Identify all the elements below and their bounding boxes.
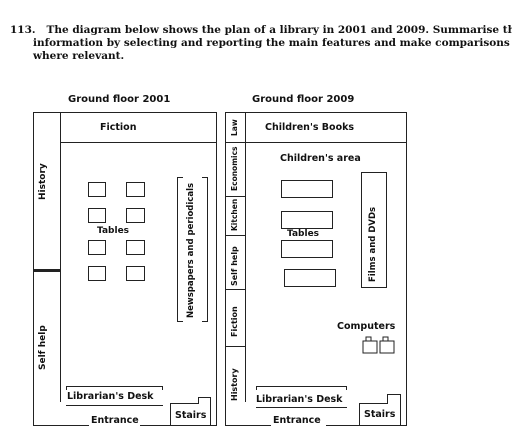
plan-2001-desk-top bbox=[66, 386, 163, 387]
plan-2001-top-wall bbox=[33, 112, 217, 113]
plan-2009-divider-law bbox=[225, 142, 246, 143]
plan-2009-table bbox=[281, 240, 333, 258]
plan-2001-stairs-step bbox=[198, 397, 199, 404]
task-number: 113. bbox=[10, 24, 36, 36]
task-prompt-line-1: 113. The diagram below shows the plan of… bbox=[10, 24, 512, 36]
plan-2009-childrens-books-label: Children's Books bbox=[265, 122, 355, 133]
computer-icon-svg bbox=[362, 336, 395, 354]
plan-2009-divider-economics bbox=[225, 196, 246, 197]
plan-2009-stairs-label: Stairs bbox=[364, 409, 396, 420]
plan-2001-fiction-label: Fiction bbox=[100, 122, 137, 133]
plan-2009-table bbox=[284, 269, 336, 287]
plan-2009-divider-selfhelp bbox=[225, 289, 246, 290]
plan-2009-divider-fiction bbox=[225, 346, 246, 347]
plan-2001-newspapers-label: Newspapers and periodicals bbox=[186, 182, 196, 318]
plan-2001-tables-label: Tables bbox=[97, 226, 130, 236]
plan-2009-childrens-books-divider bbox=[245, 142, 407, 143]
plan-2001-table bbox=[88, 240, 106, 255]
plan-2001-table bbox=[88, 266, 106, 281]
plan-2001-newspaper-shelf-bottom-right bbox=[202, 321, 208, 322]
plan-2009-desk-right-edge bbox=[346, 386, 347, 390]
task-prompt-line-3: where relevant. bbox=[33, 50, 125, 62]
plan-2001-desk-right-edge bbox=[162, 386, 163, 390]
plan-2001-history-label: History bbox=[38, 163, 48, 200]
plan-2009-bottom-wall-left bbox=[225, 425, 271, 426]
plan-2001-table bbox=[88, 182, 106, 197]
plan-2001-newspaper-shelf-right bbox=[207, 177, 208, 322]
plan-2009-table bbox=[281, 211, 333, 229]
plan-2001-table bbox=[126, 208, 145, 223]
plan-2009-childrens-area-label: Children's area bbox=[280, 153, 361, 164]
plan-2001-stairs-label: Stairs bbox=[175, 410, 207, 421]
plan-2001-stairs-top bbox=[170, 403, 198, 404]
plan-2009-top-wall bbox=[225, 112, 407, 113]
plan-2001-table bbox=[88, 208, 106, 223]
plan-2009-films-shelf bbox=[361, 172, 387, 288]
plan-2001-desk-bottom bbox=[66, 405, 163, 406]
plan-2001-newspaper-shelf-top-left bbox=[177, 177, 183, 178]
plan-2009-tables-label: Tables bbox=[287, 229, 320, 239]
plan-2001-newspaper-shelf-bottom-left bbox=[177, 321, 183, 322]
plan-2001-right-wall bbox=[216, 112, 217, 426]
plan-2001-newspaper-shelf-top-right bbox=[202, 177, 208, 178]
plan-2001-title: Ground floor 2001 bbox=[68, 94, 171, 105]
plan-2009-divider-kitchen bbox=[225, 235, 246, 236]
plan-2001-bottom-wall-right bbox=[140, 425, 217, 426]
plan-2001-newspaper-shelf-left bbox=[177, 177, 178, 322]
plan-2009-stairs-right bbox=[400, 394, 401, 426]
plan-2001-stairs-left bbox=[170, 403, 171, 426]
plan-2009-self-help-label: Self help bbox=[230, 246, 239, 286]
plan-2001-fiction-divider bbox=[60, 142, 217, 143]
plan-2009-entrance-label: Entrance bbox=[273, 415, 321, 426]
plan-2001-entrance-label: Entrance bbox=[91, 415, 139, 426]
plan-2001-left-column-divider bbox=[60, 112, 61, 402]
plan-2009-films-label: Films and DVDs bbox=[368, 206, 378, 282]
plan-2009-economics-label: Economics bbox=[230, 146, 239, 191]
plan-2009-stairs-top bbox=[359, 403, 387, 404]
plan-2001-table bbox=[126, 266, 145, 281]
plan-2001-history-selfhelp-divider bbox=[33, 269, 61, 272]
plan-2009-stairs-left bbox=[359, 403, 360, 426]
plan-2009-right-wall bbox=[406, 112, 407, 426]
plan-2009-left-column-divider bbox=[245, 112, 246, 402]
plan-2001-self-help-label: Self help bbox=[38, 325, 48, 370]
plan-2009-desk-top bbox=[256, 386, 347, 387]
plan-2001-bottom-wall-left bbox=[33, 425, 89, 426]
plan-2009-fiction-label: Fiction bbox=[230, 306, 239, 337]
task-prompt-line-2: information by selecting and reporting t… bbox=[33, 37, 510, 49]
plan-2009-desk-bottom bbox=[256, 407, 347, 408]
computer-icon bbox=[362, 336, 396, 359]
plan-2001-librarians-desk-label: Librarian's Desk bbox=[67, 391, 154, 402]
plan-2009-history-label: History bbox=[230, 368, 239, 401]
plan-2001-stairs-right bbox=[210, 397, 211, 426]
plan-2001-desk-left-edge bbox=[66, 386, 67, 390]
plan-2009-title: Ground floor 2009 bbox=[252, 94, 355, 105]
task-text-1: The diagram below shows the plan of a li… bbox=[46, 24, 512, 36]
plan-2001-stairs-step-top bbox=[198, 397, 210, 398]
plan-2009-desk-left-edge bbox=[256, 386, 257, 390]
plan-2009-stairs-step bbox=[387, 394, 388, 404]
plan-2009-left-wall bbox=[225, 112, 226, 426]
plan-2009-table bbox=[281, 180, 333, 198]
plan-2009-law-label: Law bbox=[230, 119, 239, 136]
plan-2001-table bbox=[126, 240, 145, 255]
plan-2001-table bbox=[126, 182, 145, 197]
plan-2009-librarians-desk-label: Librarian's Desk bbox=[256, 394, 343, 405]
plan-2009-stairs-step-top bbox=[387, 394, 400, 395]
plan-2009-bottom-wall-right bbox=[326, 425, 407, 426]
plan-2009-computers-label: Computers bbox=[337, 321, 396, 332]
plan-2009-kitchen-label: Kitchen bbox=[230, 198, 239, 231]
